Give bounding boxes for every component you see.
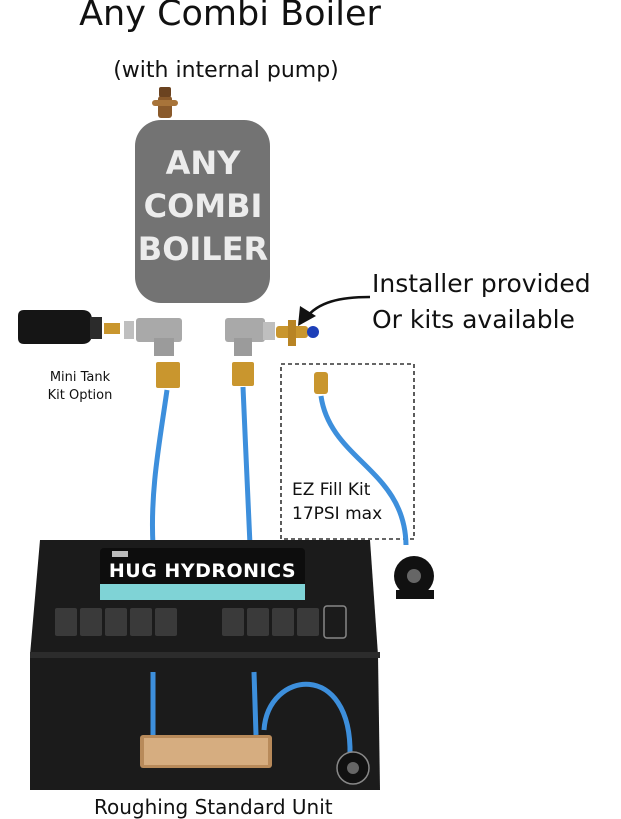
mini-tank-label: Mini Tank Kit Option [30, 369, 130, 405]
installer-arrow-head [298, 306, 316, 326]
boiler-label-line-2: COMBI [143, 187, 263, 225]
combi-boiler-body [135, 120, 270, 303]
heat-exchanger-plates [144, 738, 268, 765]
boiler-label-line-1: ANY [165, 144, 241, 182]
right-tee-fitting-icon [225, 318, 275, 386]
expansion-tank-icon [18, 310, 120, 344]
mini-tank-label-line-2: Kit Option [47, 388, 113, 403]
mini-tank-label-line-1: Mini Tank [49, 370, 111, 385]
boiler-label: ANY COMBI BOILER [136, 142, 270, 271]
ez-fill-brass-fitting-icon [314, 372, 328, 394]
installer-note-line-2: Or kits available [372, 305, 575, 334]
return-hose [240, 386, 253, 546]
ez-fill-label-line-1: EZ Fill Kit [292, 480, 371, 500]
pump-icon [394, 556, 434, 599]
installer-arrow [305, 295, 371, 319]
unit-control-panel [55, 605, 347, 639]
internal-pump-icon [336, 751, 370, 785]
supply-hose [149, 389, 170, 546]
internal-hose-right [251, 671, 259, 736]
ez-fill-hose [318, 395, 409, 546]
fill-valve-icon [276, 320, 319, 346]
ez-fill-kit-box [280, 363, 415, 540]
installer-note-line-1: Installer provided [372, 269, 591, 298]
boiler-label-line-3: BOILER [137, 230, 269, 268]
page-subtitle: (with internal pump) [113, 58, 339, 83]
unit-brand-label: HUG HYDRONICS [108, 560, 297, 582]
hug-hydronics-unit [30, 540, 380, 790]
ez-fill-label-line-2: 17PSI max [292, 504, 383, 524]
page-title: Any Combi Boiler [79, 0, 381, 34]
installer-note: Installer provided Or kits available [372, 266, 591, 338]
footer-caption: Roughing Standard Unit [94, 795, 333, 819]
ez-fill-label: EZ Fill Kit 17PSI max [292, 478, 382, 526]
left-tee-fitting-icon [124, 318, 182, 388]
pressure-relief-valve-icon [152, 87, 178, 118]
internal-pump-loop [261, 681, 353, 756]
